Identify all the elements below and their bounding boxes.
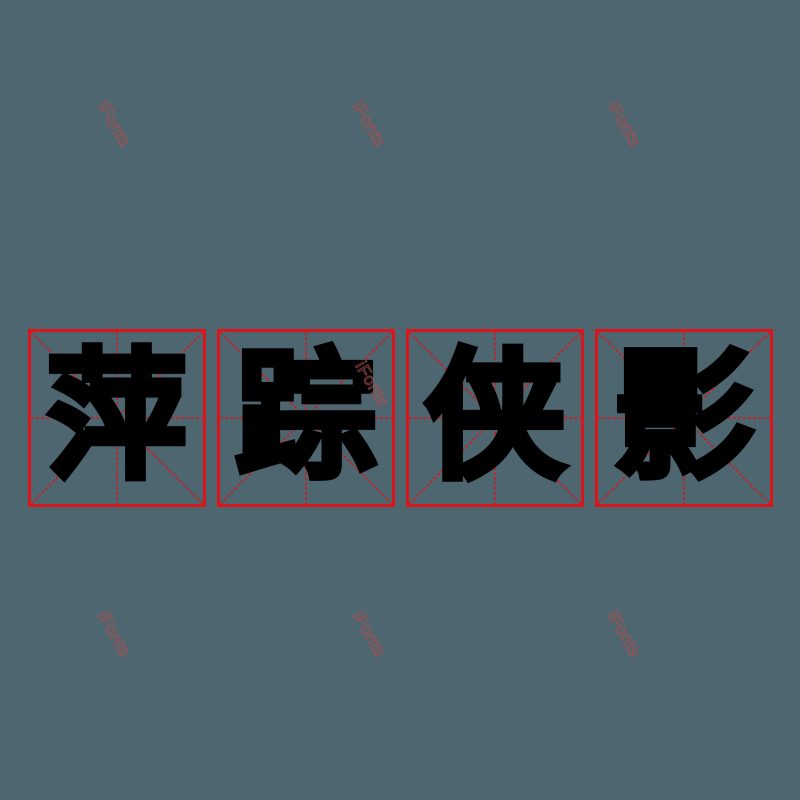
character-glyph: 影 xyxy=(611,336,757,499)
character-box-4: 影 xyxy=(595,329,773,507)
watermark-text: iFonts xyxy=(603,98,645,151)
watermark-text: iFonts xyxy=(348,98,390,151)
character-box-3: 侠 xyxy=(406,329,584,507)
watermark-text: iFonts xyxy=(603,608,645,661)
character-glyph: 踪 xyxy=(233,336,379,499)
grid-lines-icon xyxy=(409,332,581,504)
grid-lines-icon xyxy=(220,332,392,504)
grid-lines-icon xyxy=(31,332,203,504)
character-glyph: 侠 xyxy=(422,336,568,499)
watermark-text: iFonts xyxy=(93,98,135,151)
character-glyph: 萍 xyxy=(44,336,190,499)
character-box-2: 踪 xyxy=(217,329,395,507)
watermark-text: iFonts xyxy=(348,608,390,661)
grid-lines-icon xyxy=(598,332,770,504)
character-box-1: 萍 xyxy=(28,329,206,507)
watermark-text: iFonts xyxy=(93,608,135,661)
